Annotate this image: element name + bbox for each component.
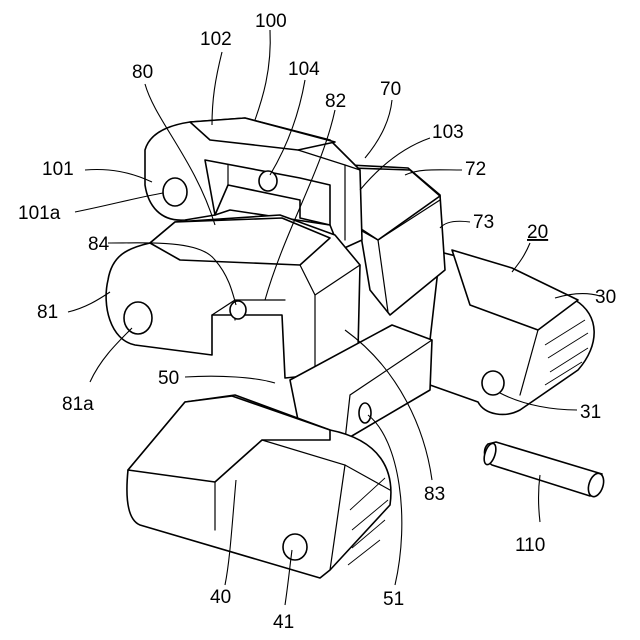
label-41: 41: [273, 612, 294, 633]
label-30: 30: [595, 287, 616, 308]
label-81a: 81a: [62, 394, 94, 415]
label-73: 73: [473, 212, 494, 233]
label-100: 100: [255, 11, 287, 32]
label-103: 103: [432, 122, 464, 143]
link-80: [106, 215, 360, 378]
label-104: 104: [288, 59, 320, 80]
label-110: 110: [515, 535, 545, 556]
label-102: 102: [200, 29, 232, 50]
label-70: 70: [380, 79, 401, 100]
label-51: 51: [383, 589, 404, 610]
hole-51: [359, 403, 371, 423]
hole-31: [482, 371, 504, 395]
label-20: 20: [527, 222, 548, 243]
label-72: 72: [465, 159, 486, 180]
label-81: 81: [37, 302, 58, 323]
label-50: 50: [158, 368, 179, 389]
link-70: [350, 165, 445, 315]
label-80: 80: [132, 62, 153, 83]
label-31: 31: [580, 402, 601, 423]
label-82: 82: [325, 91, 346, 112]
link-30: [430, 250, 594, 414]
label-83: 83: [424, 484, 445, 505]
label-40: 40: [210, 587, 231, 608]
hole-104: [259, 171, 277, 191]
label-101: 101: [42, 159, 74, 180]
hole-84: [230, 301, 246, 319]
hole-101a: [163, 178, 187, 206]
label-84: 84: [88, 234, 110, 255]
label-101a: 101a: [18, 203, 61, 224]
hole-41: [283, 534, 307, 560]
hole-81a: [124, 302, 152, 334]
pin-110: [482, 442, 607, 499]
